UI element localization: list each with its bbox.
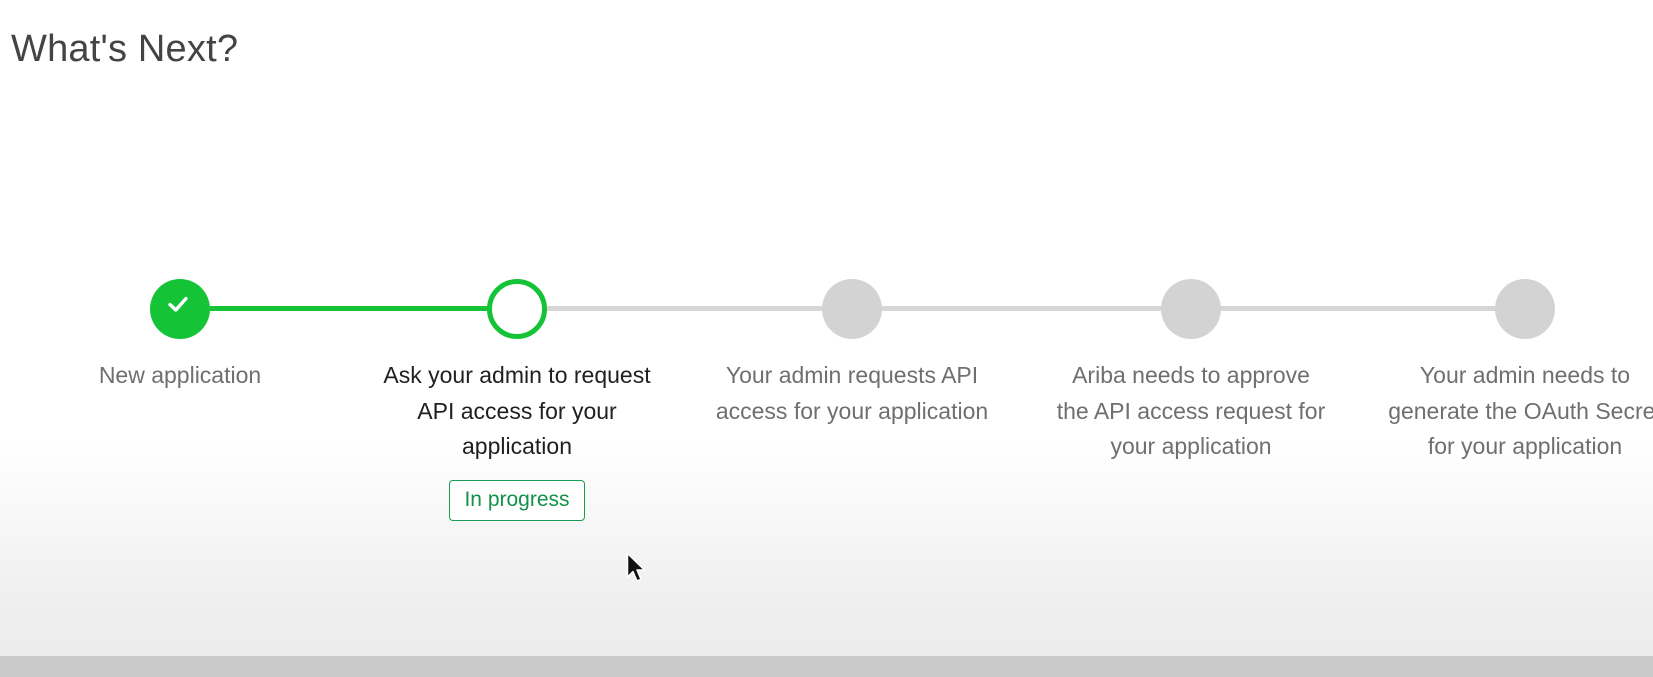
step-connector-2 <box>547 306 822 311</box>
step-3-label: Your admin requests API access for your … <box>715 362 989 424</box>
step-3-indicator <box>822 279 882 339</box>
step-5-label: Your admin needs to generate the OAuth S… <box>1388 362 1653 459</box>
step-connector-4 <box>1221 306 1495 311</box>
step-1-indicator <box>150 279 210 339</box>
page-title: What's Next? <box>11 28 239 70</box>
step-2-label: Ask your admin to request API access for… <box>383 362 651 459</box>
step-5-indicator <box>1495 279 1555 339</box>
bottom-bar <box>0 656 1653 677</box>
progress-stepper: New application Ask your admin to reques… <box>98 279 1653 521</box>
step-connector-3 <box>882 306 1161 311</box>
step-2-indicator <box>487 279 547 339</box>
mouse-cursor-icon <box>626 552 646 582</box>
step-4-label: Ariba needs to approve the API access re… <box>1056 362 1326 459</box>
check-icon <box>168 296 188 312</box>
status-badge: In progress <box>449 480 585 521</box>
step-connector-1 <box>210 306 497 311</box>
step-1-label: New application <box>98 362 262 388</box>
step-4-indicator <box>1161 279 1221 339</box>
